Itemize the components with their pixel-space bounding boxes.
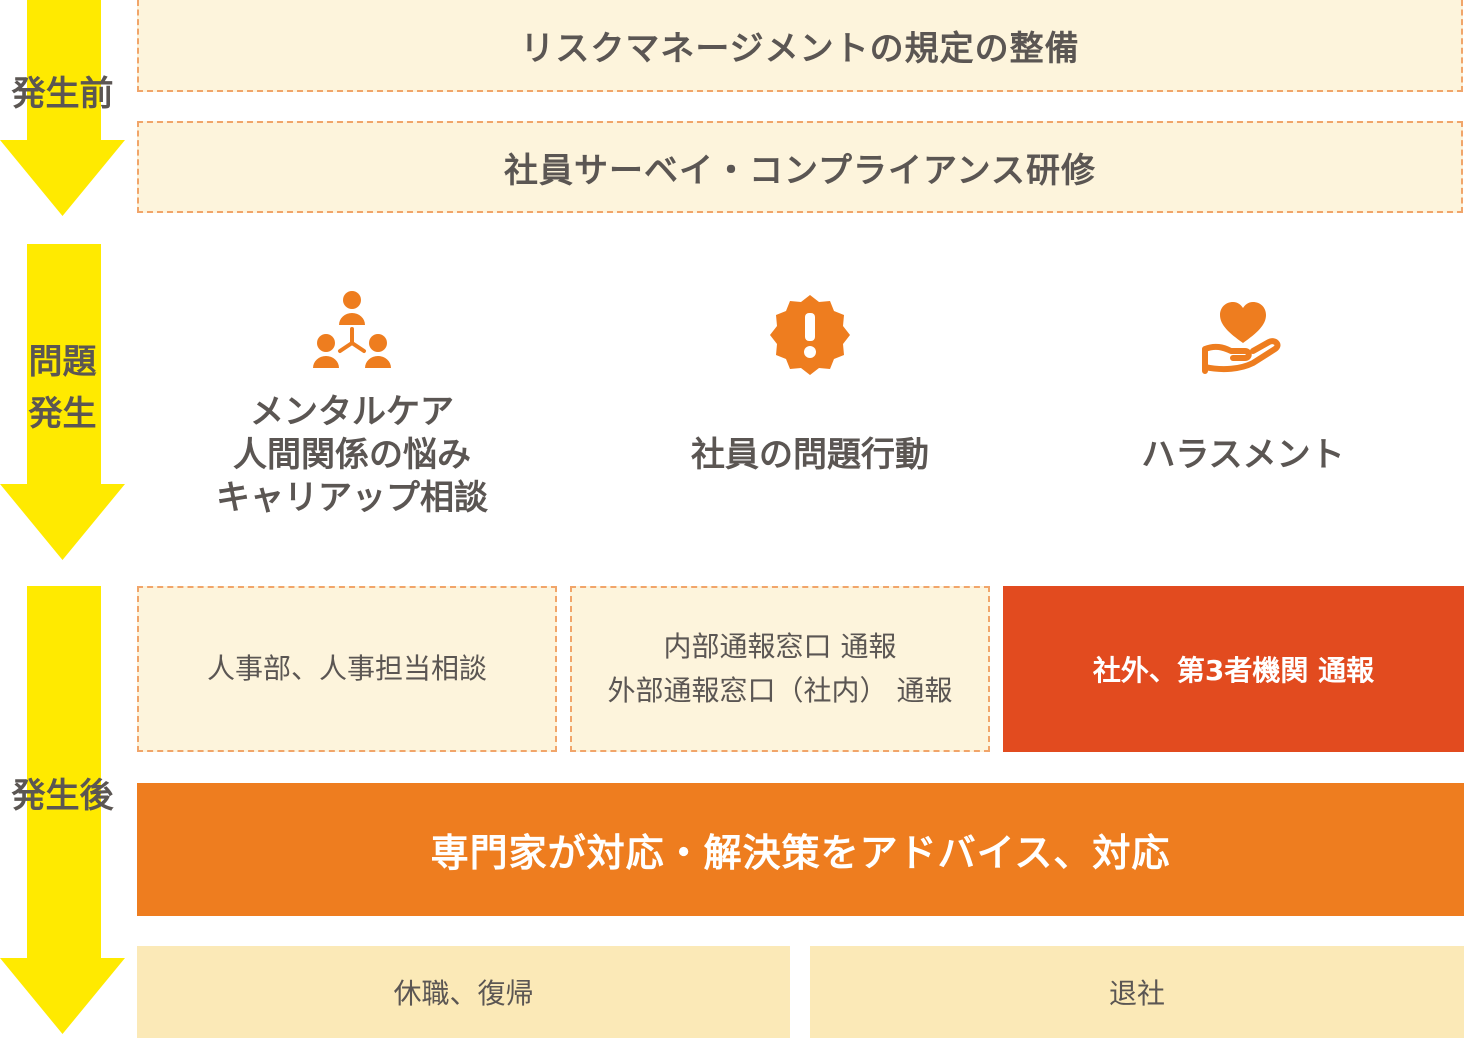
problem-misconduct: 社員の問題行動 (600, 285, 1020, 525)
report-hr-text: 人事部、人事担当相談 (206, 652, 487, 685)
outcome-leave-text: 休職、復帰 (393, 977, 534, 1010)
report-box-external: 社外、第3者機関 通報 (1003, 586, 1464, 752)
arrow-before (0, 0, 125, 216)
expert-response-box: 専門家が対応・解決策をアドバイス、対応 (137, 783, 1464, 916)
problem-misconduct-label: 社員の問題行動 (691, 434, 929, 475)
outcome-box-leave: 休職、復帰 (137, 946, 790, 1038)
problem-mental-care: メンタルケア 人間関係の悩み キャリアップ相談 (142, 285, 562, 525)
prevention-survey-training-text: 社員サーベイ・コンプライアンス研修 (504, 150, 1096, 191)
outcome-box-resign: 退社 (810, 946, 1464, 1038)
prevention-box-survey-training: 社員サーベイ・コンプライアンス研修 (137, 121, 1463, 213)
report-box-hr: 人事部、人事担当相談 (137, 586, 557, 752)
problem-mental-care-label: メンタルケア 人間関係の悩み キャリアップ相談 (216, 391, 488, 518)
people-network-icon (313, 291, 391, 368)
arrow-after (0, 586, 125, 1034)
stage-label-problem: 問題 発生 (28, 342, 97, 434)
heart-hand-icon (1202, 302, 1281, 374)
prevention-risk-management-text: リスクマネージメントの規定の整備 (520, 28, 1080, 69)
problem-harassment: ハラスメント (1033, 285, 1453, 525)
problem-harassment-label: ハラスメント (1141, 434, 1345, 475)
report-external-text: 社外、第3者機関 通報 (1092, 654, 1375, 687)
stage-label-before: 発生前 (11, 74, 114, 114)
expert-response-text: 専門家が対応・解決策をアドバイス、対応 (430, 831, 1171, 875)
report-internal-text: 内部通報窓口 通報 外部通報窓口（社内） 通報 (607, 630, 953, 707)
warning-badge-icon (770, 295, 850, 375)
report-box-internal: 内部通報窓口 通報 外部通報窓口（社内） 通報 (570, 586, 990, 752)
prevention-box-risk-management: リスクマネージメントの規定の整備 (137, 0, 1463, 92)
outcome-resign-text: 退社 (1108, 977, 1165, 1010)
arrow-problem (0, 244, 125, 560)
stage-label-after: 発生後 (11, 776, 114, 816)
